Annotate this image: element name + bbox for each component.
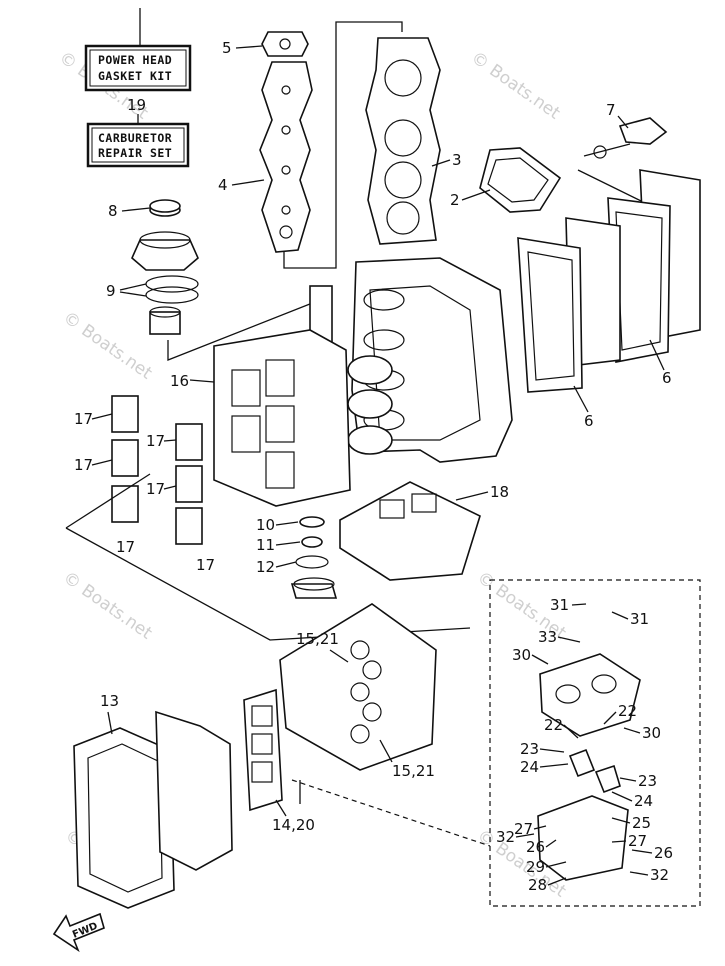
- callout-22: 22: [618, 702, 637, 720]
- carb-kit-label-1: CARBURETOR: [98, 131, 172, 145]
- callout-6: 6: [584, 412, 594, 430]
- callout-3: 3: [452, 151, 462, 169]
- forward-arrow-icon: FWD: [52, 912, 105, 953]
- callout-17: 17: [74, 410, 93, 428]
- part-14-20-gasket: [243, 688, 283, 812]
- callout-23: 23: [638, 772, 657, 790]
- callout-12: 12: [256, 558, 275, 576]
- part-7-fitting: [583, 117, 668, 159]
- callout-30: 30: [642, 724, 661, 742]
- part-4-gasket: [259, 61, 313, 253]
- bearing: [149, 306, 181, 335]
- callout-17: 17: [116, 538, 135, 556]
- oil-seal-housing: [131, 231, 199, 271]
- callout-14-20: 14,20: [272, 816, 315, 834]
- callout-27: 27: [628, 832, 647, 850]
- part-18-gasket: [339, 481, 481, 581]
- callout-4: 4: [218, 176, 228, 194]
- carburetor-body: [537, 653, 641, 881]
- carburetor-repair-set-box: 19 CARBURETOR REPAIR SET: [86, 96, 190, 168]
- callout-24: 24: [634, 792, 653, 810]
- callout-9: 9: [106, 282, 116, 300]
- callout-10: 10: [256, 516, 275, 534]
- power-head-kit-label-1: POWER HEAD: [98, 53, 172, 67]
- callout-17: 17: [196, 556, 215, 574]
- callout-8: 8: [108, 202, 118, 220]
- callout-5: 5: [222, 39, 232, 57]
- callout-33: 33: [538, 628, 557, 646]
- callout-32: 32: [496, 828, 515, 846]
- parts-10-11-12: [290, 516, 338, 599]
- part-5-cover: [261, 31, 309, 57]
- part-17-reed-valves: [111, 395, 203, 545]
- callout-2: 2: [450, 191, 460, 209]
- carburetor-group-box: [489, 579, 701, 907]
- callout-18: 18: [490, 483, 509, 501]
- callout-17: 17: [146, 480, 165, 498]
- part-8-seal: [149, 199, 181, 217]
- callout-28: 28: [528, 876, 547, 894]
- power-head-gasket-kit-box: POWER HEAD GASKET KIT: [84, 8, 192, 92]
- carb-kit-label-2: REPAIR SET: [98, 146, 172, 160]
- callout-19: 19: [127, 96, 146, 114]
- callout-24: 24: [520, 758, 539, 776]
- callout-25: 25: [632, 814, 651, 832]
- callout-17: 17: [146, 432, 165, 450]
- callout-15-21: 15,21: [392, 762, 435, 780]
- part-13-silencer-cover: [73, 710, 233, 909]
- callout-30: 30: [512, 646, 531, 664]
- callout-32: 32: [650, 866, 669, 884]
- engine-block: [351, 257, 513, 463]
- power-head-kit-label-2: GASKET KIT: [98, 69, 172, 83]
- watermark: © Boats.net: [59, 308, 156, 384]
- callout-17: 17: [74, 456, 93, 474]
- part-6-exhaust-plates: [517, 169, 701, 393]
- part-9-rings: [145, 275, 199, 304]
- callout-27: 27: [514, 820, 533, 838]
- part-3-cylinder-gasket: [365, 37, 441, 245]
- part-16-crankcase: [213, 329, 351, 507]
- watermark: © Boats.net: [467, 48, 564, 124]
- callout-13: 13: [100, 692, 119, 710]
- callout-26: 26: [654, 844, 673, 862]
- callout-22: 22: [544, 716, 563, 734]
- callout-6: 6: [662, 369, 672, 387]
- callout-29: 29: [526, 858, 545, 876]
- callout-11: 11: [256, 536, 275, 554]
- callout-16: 16: [170, 372, 189, 390]
- watermark: © Boats.net: [59, 568, 156, 644]
- callout-23: 23: [520, 740, 539, 758]
- part-2-cover: [479, 147, 562, 213]
- callout-31: 31: [550, 596, 569, 614]
- callout-15-21: 15,21: [296, 630, 339, 648]
- intake-manifold: [279, 603, 437, 771]
- callout-31: 31: [630, 610, 649, 628]
- callout-26: 26: [526, 838, 545, 856]
- callout-7: 7: [606, 101, 616, 119]
- callouts: 5 4 3 2 7 8 9 6 6 16 17 17 17 17 17 17 1…: [74, 39, 673, 894]
